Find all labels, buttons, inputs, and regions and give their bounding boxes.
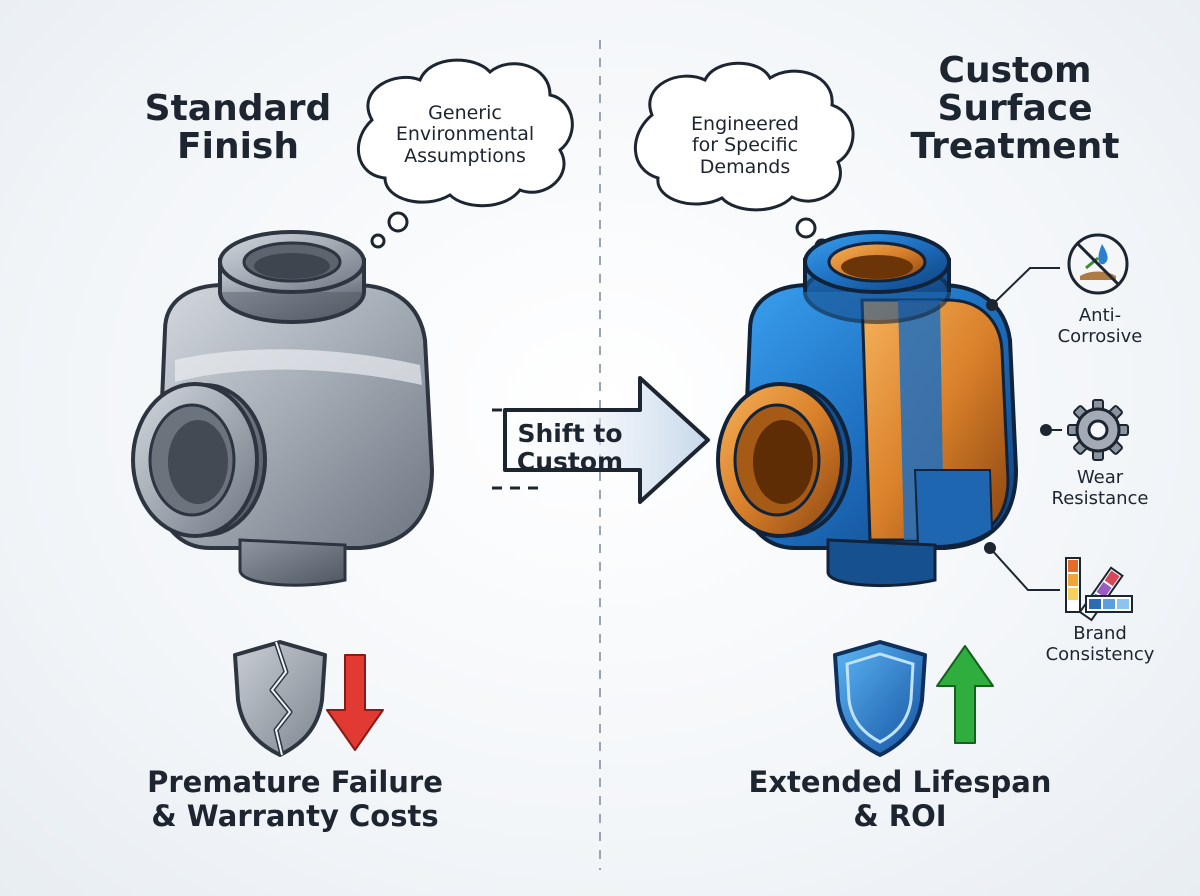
callout-lines — [984, 267, 1062, 591]
feature-label-wear-resistance: Wear Resistance — [1051, 467, 1149, 509]
custom-treatment-part — [716, 230, 1019, 587]
right-title: Custom Surface Treatment — [910, 50, 1120, 168]
blue-shield-icon — [833, 640, 927, 757]
no-corrosion-icon — [1067, 233, 1129, 295]
right-thought-bubble — [634, 61, 855, 254]
left-thought-bubble — [356, 58, 574, 249]
left-thought-text: Generic Environmental Assumptions — [395, 102, 535, 167]
shift-arrow — [492, 376, 710, 504]
green-up-arrow-icon — [936, 645, 994, 744]
red-down-arrow-icon — [326, 654, 384, 751]
color-swatch-icon — [1065, 557, 1133, 622]
standard-finish-part — [131, 230, 435, 587]
gear-icon — [1067, 399, 1129, 461]
left-outcome: Premature Failure & Warranty Costs — [147, 765, 443, 834]
feature-label-anti-corrosive: Anti- Corrosive — [1057, 305, 1143, 347]
right-outcome: Extended Lifespan & ROI — [748, 765, 1052, 834]
feature-label-brand-consistency: Brand Consistency — [1045, 623, 1155, 665]
arrow-label: Shift to Custom — [516, 419, 624, 476]
broken-shield-icon — [233, 640, 327, 757]
right-thought-text: Engineered for Specific Demands — [691, 113, 799, 178]
left-title: Standard Finish — [144, 88, 332, 168]
